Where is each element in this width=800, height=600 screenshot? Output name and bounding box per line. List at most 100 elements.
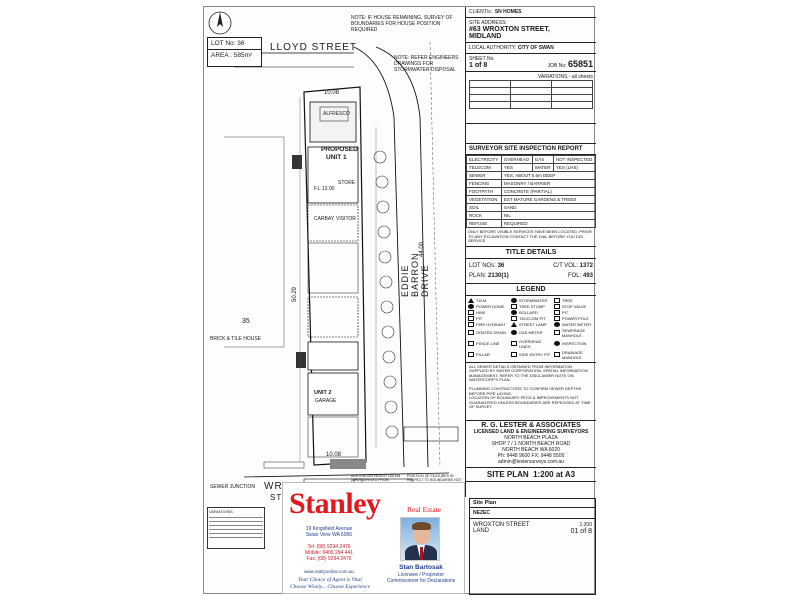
- title-lot-no: 36: [497, 262, 505, 269]
- label-unit2: UNIT 2: [314, 390, 332, 396]
- client-name: SN HOMES: [494, 9, 522, 15]
- dim-side-boundary: 50.29: [292, 286, 299, 303]
- legend-symbol-icon: [554, 297, 560, 303]
- firm-name: R. G. LESTER & ASSOCIATES: [481, 421, 581, 429]
- title-details: LOT NOs: 36 C/T VOL: 1372 PLAN: 2130(1) …: [466, 259, 596, 284]
- site-plan-title: SITE PLAN 1:200 at A3: [466, 468, 596, 482]
- title-block-scale: 1:200: [579, 522, 592, 528]
- label-garage: GARAGE: [315, 398, 337, 404]
- agency-slogan: Your Choice of Agent is Vital Choose Wis…: [289, 577, 371, 590]
- legend-symbol-icon: [468, 352, 474, 357]
- agent-role: Licensee / Proprietor Commissioner for D…: [386, 572, 456, 584]
- site-address-box: SITE ADDRESS: #63 WROXTON STREET, MIDLAN…: [466, 18, 596, 43]
- title-ct-vol: 1372: [579, 262, 593, 269]
- legend-symbol-icon: [468, 297, 474, 303]
- surveyor-firm-box: R. G. LESTER & ASSOCIATES LICENSED LAND …: [466, 421, 596, 468]
- legend-symbol-icon: [554, 303, 560, 309]
- variations-table: VARIATIONS: [207, 507, 265, 549]
- client-box: CLIENT/s: SN HOMES: [466, 7, 596, 18]
- road-edge-right: [375, 46, 429, 468]
- agency-website[interactable]: www.realtyonline.com.au: [304, 569, 354, 574]
- label-sewer-junction: SEWER JUNCTION: [210, 484, 255, 490]
- legend-item: SIDE ENTRY PIT: [511, 350, 551, 360]
- legend-symbol-icon: [511, 315, 517, 321]
- legend-item: GAS METER: [511, 328, 551, 338]
- location-note: LOCATION OF BOUNDARY PEGS & IMPROVEMENTS…: [469, 395, 591, 409]
- title-block-address1: WROXTON STREET: [473, 522, 530, 528]
- north-arrow-icon: [208, 11, 232, 35]
- plumbing-note: PLUMBING CONTRACTORS TO CONFIRM SEWER DE…: [469, 386, 582, 396]
- legend-item: FIRE HYDRANT: [468, 321, 508, 327]
- survey-note: ONLY BEFORE VISIBLE SERVICES HAVE BEEN L…: [468, 229, 592, 243]
- site-address-line1: #63 WROXTON STREET,: [469, 26, 550, 33]
- agent-business-card: Stanley Real Estate 19 Kingsfield Avenue…: [282, 482, 465, 594]
- agency-address: 19 Kingsfield Avenue Swan View WA 6056: [305, 526, 353, 538]
- title-block-address2: LAND: [473, 528, 490, 534]
- label-alfresco: ALFRESCO: [323, 111, 350, 117]
- legend-symbol-icon: [468, 330, 474, 335]
- legend-symbol-icon: [468, 315, 474, 321]
- street-name-top: LLOYD STREET: [270, 42, 358, 53]
- legend-header: LEGEND: [466, 284, 596, 296]
- lot-area: AREA : 585m²: [208, 49, 261, 61]
- agency-logo: Stanley: [289, 487, 381, 520]
- variations-box: VARIATIONS - all sheets: [466, 72, 596, 124]
- legend-symbol-icon: [511, 321, 517, 327]
- agency-contact: Tel: (08) 9294 2476 Mobile: 0409 294 441…: [304, 544, 354, 562]
- dim-frontage-bottom: 10.08: [326, 452, 342, 458]
- legend-item: POWER DOME: [468, 303, 508, 309]
- legend-symbol-icon: [511, 330, 517, 335]
- label-carbay: CARBAY: [314, 216, 335, 222]
- label-floor-level: F.L 13.00: [314, 186, 335, 192]
- adjacent-lot-number: 35: [242, 318, 250, 325]
- agent-photo: [400, 517, 440, 561]
- label-neighbour-house: BRICK & TILE HOUSE: [210, 336, 262, 342]
- variations-title: VARIATIONS: [209, 509, 233, 514]
- dim-right-boundary: 44.00: [419, 241, 426, 258]
- sheet-job-box: SHEET No.1 of 8 JOB No: 65851: [466, 54, 596, 72]
- lot-number: LOT No: 36: [211, 40, 245, 47]
- label-store: STORE: [338, 180, 356, 186]
- legend-item: PIT: [554, 309, 594, 315]
- site-plan-scale: 1:200 at A3: [533, 469, 576, 479]
- legend-item: T.B.M.: [468, 297, 508, 303]
- legend-item: TREE STUMP: [511, 303, 551, 309]
- sewer-note: ALL SEWER DETAILS OBTAINED FROM INFORMAT…: [469, 363, 588, 382]
- legend-item: TELECOM PIT: [511, 315, 551, 321]
- legend-item: STOP VALVE: [554, 303, 594, 309]
- legend-item: POWER POLE: [554, 315, 594, 321]
- legend-item: PILLAR: [468, 350, 508, 360]
- legend-symbol-icon: [554, 309, 560, 315]
- legend-symbol-icon: [554, 330, 560, 335]
- job-number: 65851: [567, 59, 593, 69]
- agent-name: Stan Bartosak: [399, 564, 443, 571]
- notes-box: ALL SEWER DETAILS OBTAINED FROM INFORMAT…: [466, 363, 596, 421]
- legend-item: TREE: [554, 297, 594, 303]
- legend-item: GRATED DRAIN: [468, 328, 508, 338]
- legend-item: INSPECTION: [554, 339, 594, 349]
- label-unit1: UNIT 1: [326, 154, 347, 161]
- title-block-code: NEZEC: [470, 508, 595, 519]
- agency-tagline: Real Estate: [407, 505, 441, 514]
- title-fol: 493: [582, 272, 593, 279]
- legend-symbol-icon: [554, 352, 560, 357]
- legend-symbol-icon: [554, 341, 560, 346]
- legend-item: STREET LAMP: [511, 321, 551, 327]
- legend-symbol-icon: [511, 341, 517, 346]
- legend-symbol-icon: [468, 321, 474, 327]
- legend-item: WATER METER: [554, 321, 594, 327]
- title-plan-no: 2130(1): [488, 272, 509, 279]
- legend-item: HINE: [468, 309, 508, 315]
- note-house-survey: NOTE: IF HOUSE REMAINING, SURVEY OF BOUN…: [351, 15, 453, 33]
- local-authority-box: LOCAL AUTHORITY: CITY OF SWAN: [466, 43, 596, 54]
- label-proposed: PROPOSED: [321, 146, 358, 153]
- legend-item: BOLLARD: [511, 309, 551, 315]
- legend-item: DRAINAGE MANHOLE: [554, 350, 594, 360]
- title-block-sheet: 01 of 8: [570, 528, 592, 535]
- legend-symbol-icon: [554, 321, 560, 327]
- legend-item: SEWERAGE MANHOLE: [554, 328, 594, 338]
- legend-symbol-icon: [511, 352, 517, 357]
